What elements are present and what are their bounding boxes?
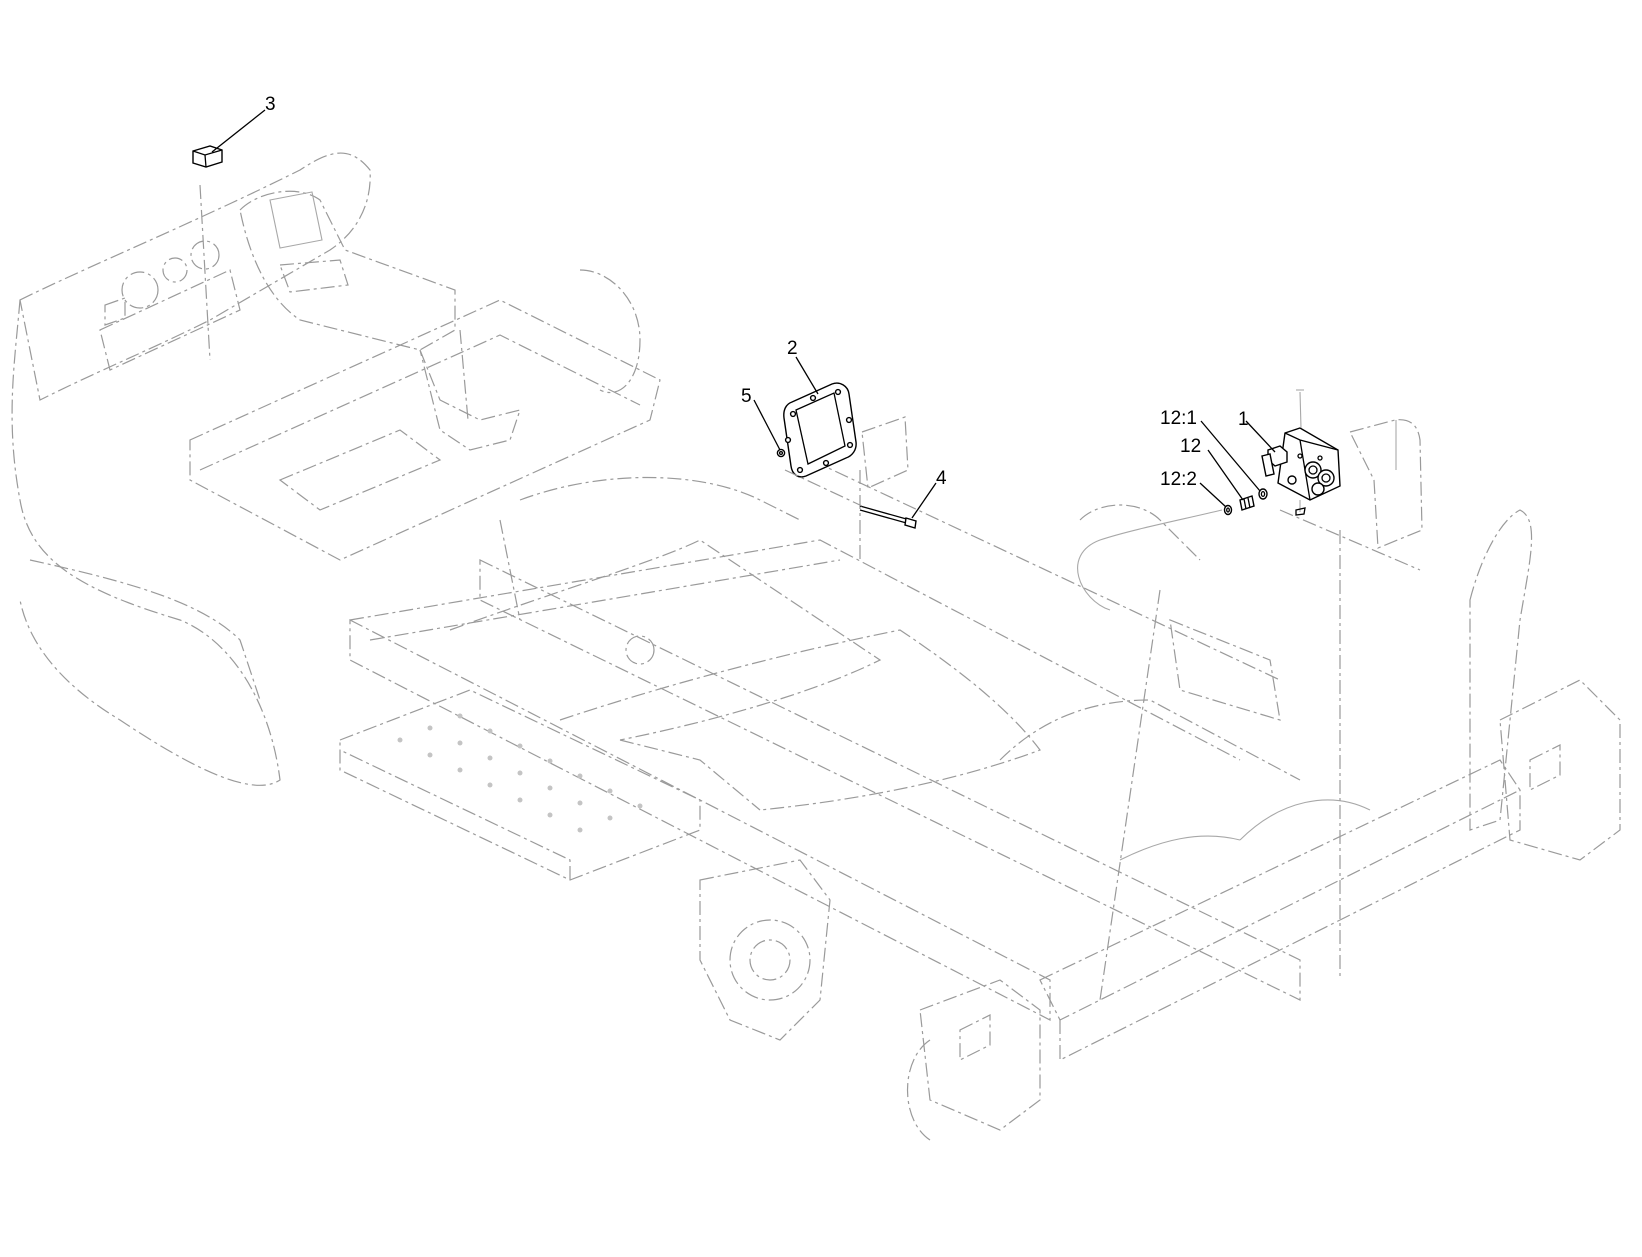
part-2-cover-plate [783, 382, 857, 478]
phantom-hood [11, 299, 281, 786]
alignment-lines [199, 184, 1421, 1001]
callout-labels: 3 2 5 4 1 12:1 12 12:2 [265, 94, 1249, 490]
phantom-foot-plate [339, 689, 701, 881]
phantom-console [239, 190, 456, 351]
phantom-floor-deck [189, 299, 661, 561]
phantom-crossmember-1 [449, 539, 882, 741]
phantom-crossmember-2 [559, 629, 1041, 811]
phantom-dashboard [19, 152, 371, 401]
callout-12: 12 [1180, 436, 1201, 457]
part-5-nut [776, 448, 786, 458]
phantom-frame-rail-left [349, 619, 1051, 1021]
callout-2: 2 [787, 338, 798, 359]
phantom-rops [1469, 509, 1533, 831]
callout-5: 5 [741, 386, 752, 407]
part-12-fitting [1239, 495, 1255, 511]
phantom-rear-hub [1499, 679, 1621, 861]
callout-3: 3 [265, 94, 276, 115]
callout-12-1: 12:1 [1160, 408, 1197, 429]
phantom-vehicle [11, 152, 1621, 1141]
callout-12-2: 12:2 [1160, 469, 1197, 490]
part-1-valve-manifold [1261, 427, 1341, 501]
foot-plate-holes [397, 713, 643, 833]
callout-4: 4 [936, 468, 947, 489]
leader-lines [211, 109, 1276, 519]
phantom-front-hub [919, 979, 1041, 1131]
callout-1: 1 [1238, 409, 1249, 430]
phantom-hose [1077, 509, 1223, 611]
phantom-frame-rail-right [479, 559, 1301, 1001]
part-12-1-o-ring [1258, 488, 1268, 500]
phantom-transaxle [699, 859, 831, 1041]
part-12-2-o-ring [1223, 504, 1233, 516]
part-3-switch [192, 145, 223, 168]
part-4-bolt [859, 505, 917, 529]
